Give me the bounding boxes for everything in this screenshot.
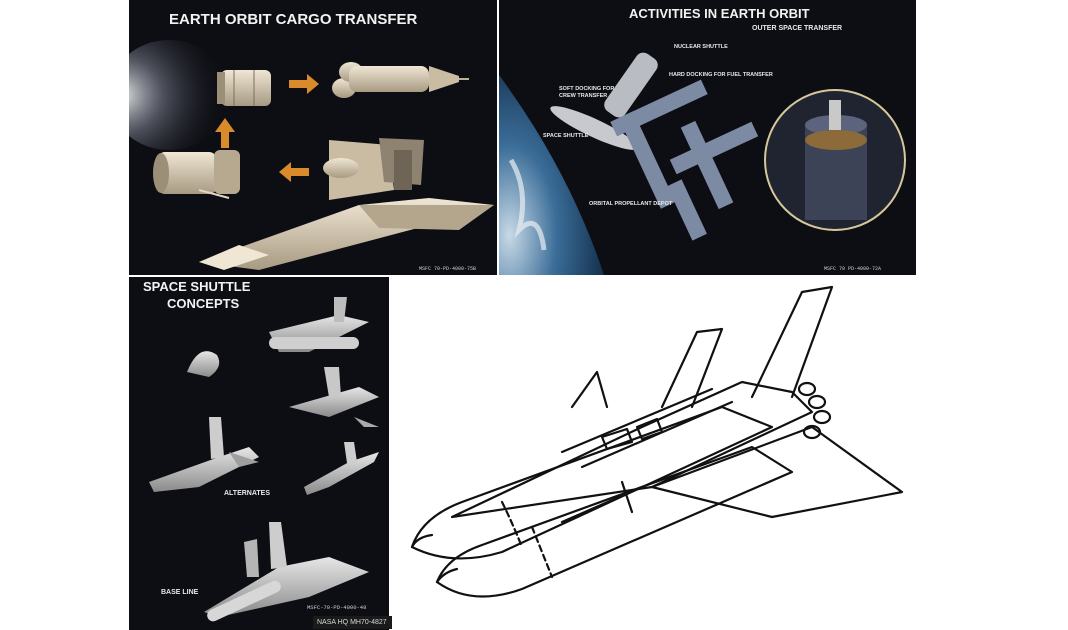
winged-concept-2	[289, 367, 379, 427]
label-baseline: BASE LINE	[161, 589, 199, 596]
activities-code: MSFC 70 PD-4000-72A	[824, 266, 881, 272]
baseline-concept	[204, 522, 369, 622]
capsule-concept	[187, 351, 220, 377]
activities-title: ACTIVITIES IN EARTH ORBIT	[629, 6, 810, 21]
label-hard-docking: HARD DOCKING FOR FUEL TRANSFER	[669, 72, 773, 78]
label-propellant-depot: ORBITAL PROPELLANT DEPOT	[589, 201, 673, 207]
arrow-left-icon	[279, 162, 309, 182]
transfer-inset	[764, 89, 906, 231]
cargo-title: EARTH ORBIT CARGO TRANSFER	[169, 11, 417, 28]
concepts-illustration: SPACE SHUTTLE CONCEPTS ALTERNATES	[143, 279, 379, 622]
label-soft-docking-2: CREW TRANSFER	[559, 93, 607, 99]
cargo-pod	[217, 70, 271, 106]
label-alternates: ALTERNATES	[224, 490, 270, 497]
winged-concept-1	[269, 297, 369, 352]
activities-subtitle: OUTER SPACE TRANSFER	[752, 25, 842, 32]
activities-panel: ACTIVITIES IN EARTH ORBIT OUTER SPACE TR…	[499, 0, 916, 275]
arrow-up-icon	[215, 118, 235, 148]
cargo-transfer-panel: EARTH ORBIT CARGO TRANSFER	[129, 0, 497, 275]
cargo-module	[153, 150, 240, 199]
nuclear-shuttle	[604, 52, 658, 118]
label-soft-docking-1: SOFT DOCKING FOR	[559, 86, 614, 92]
label-nuclear-shuttle: NUCLEAR SHUTTLE	[674, 44, 728, 50]
arrow-right-icon	[289, 74, 319, 94]
activities-illustration: ACTIVITIES IN EARTH ORBIT OUTER SPACE TR…	[499, 6, 906, 275]
nuclear-stack	[332, 62, 469, 98]
concepts-code: MSFC-70-PD-4000-48	[307, 604, 366, 611]
shuttle-line-drawing-panel	[392, 277, 1068, 630]
earth-limb	[499, 75, 604, 275]
concepts-panel: SPACE SHUTTLE CONCEPTS ALTERNATES	[129, 277, 389, 630]
alternate-concept-right	[304, 442, 379, 495]
cargo-code: MSFC 70-PD-4000-75B	[419, 266, 476, 272]
alternate-concept-left	[149, 417, 259, 492]
shuttle-line-drawing	[410, 285, 904, 598]
concepts-title-line1: SPACE SHUTTLE	[143, 279, 251, 294]
concepts-title-line2: CONCEPTS	[167, 296, 240, 311]
propellant-depot	[610, 79, 759, 241]
nasa-tag: NASA HQ MH70-4827	[313, 616, 405, 629]
cargo-transfer-illustration: EARTH ORBIT CARGO TRANSFER	[129, 11, 494, 272]
space-shuttle-shape	[550, 106, 638, 150]
orbiter-vehicle	[199, 138, 494, 270]
label-space-shuttle: SPACE SHUTTLE	[543, 133, 589, 139]
